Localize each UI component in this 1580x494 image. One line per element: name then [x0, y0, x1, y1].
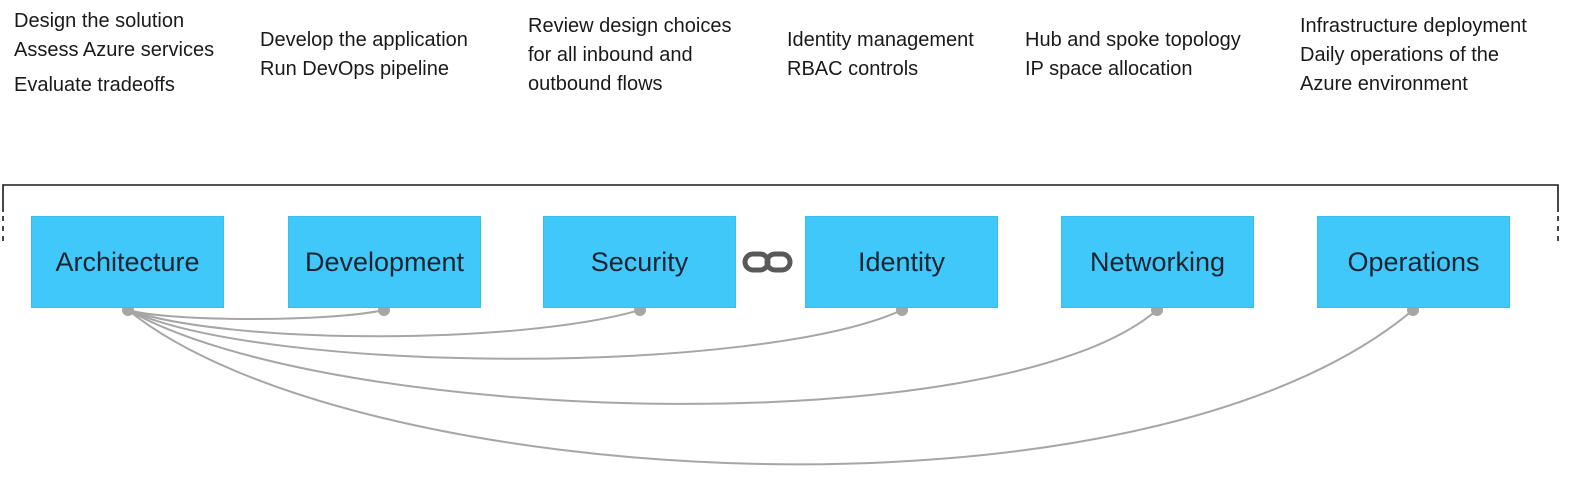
connector-architecture-security: [127, 309, 641, 338]
security-label: Security: [590, 246, 689, 277]
networking-description: Hub and spoke topology IP space allocati…: [1025, 26, 1241, 84]
architecture-label: Architecture: [55, 246, 200, 277]
description-line: Identity management: [787, 29, 974, 51]
bracket: [2, 184, 1559, 244]
operations-label: Operations: [1347, 246, 1480, 277]
chain-link-icon: [742, 251, 793, 273]
identity-description: Identity management RBAC controls: [787, 26, 974, 84]
description-line: Assess Azure services: [14, 39, 215, 61]
description-line: for all inbound and: [528, 44, 693, 66]
description-line: Run DevOps pipeline: [260, 58, 449, 80]
connector-architecture-development: [127, 309, 385, 320]
description-line: outbound flows: [528, 73, 663, 95]
development-box: Development: [288, 216, 481, 308]
development-description: Develop the application Run DevOps pipel…: [260, 26, 468, 84]
description-line: Azure environment: [1300, 73, 1468, 95]
networking-box: Networking: [1061, 216, 1254, 308]
networking-label: Networking: [1089, 246, 1226, 277]
development-label: Development: [304, 246, 465, 277]
operations-description: Infrastructure deployment Daily operatio…: [1300, 12, 1527, 99]
description-line: Review design choices: [528, 15, 732, 37]
description-line: Infrastructure deployment: [1300, 15, 1527, 37]
description-line: Design the solution: [14, 10, 185, 32]
description-line: IP space allocation: [1025, 58, 1193, 80]
identity-label: Identity: [857, 246, 946, 277]
security-box: Security: [543, 216, 736, 308]
identity-box: Identity: [805, 216, 998, 308]
security-description: Review design choices for all inbound an…: [528, 12, 731, 99]
architecture-description: Design the solution Assess Azure service…: [14, 7, 214, 100]
connectors: [127, 309, 1414, 466]
connector-architecture-networking: [127, 309, 1158, 405]
description-line: Daily operations of the: [1300, 44, 1500, 66]
connector-architecture-operations: [127, 309, 1414, 466]
description-line: Develop the application: [260, 29, 468, 51]
operations-box: Operations: [1317, 216, 1510, 308]
description-line: RBAC controls: [787, 58, 919, 80]
description-line: Hub and spoke topology: [1025, 29, 1241, 51]
connector-architecture-identity: [127, 309, 903, 360]
architecture-box: Architecture: [31, 216, 224, 308]
description-line: Evaluate tradeoffs: [14, 74, 175, 96]
